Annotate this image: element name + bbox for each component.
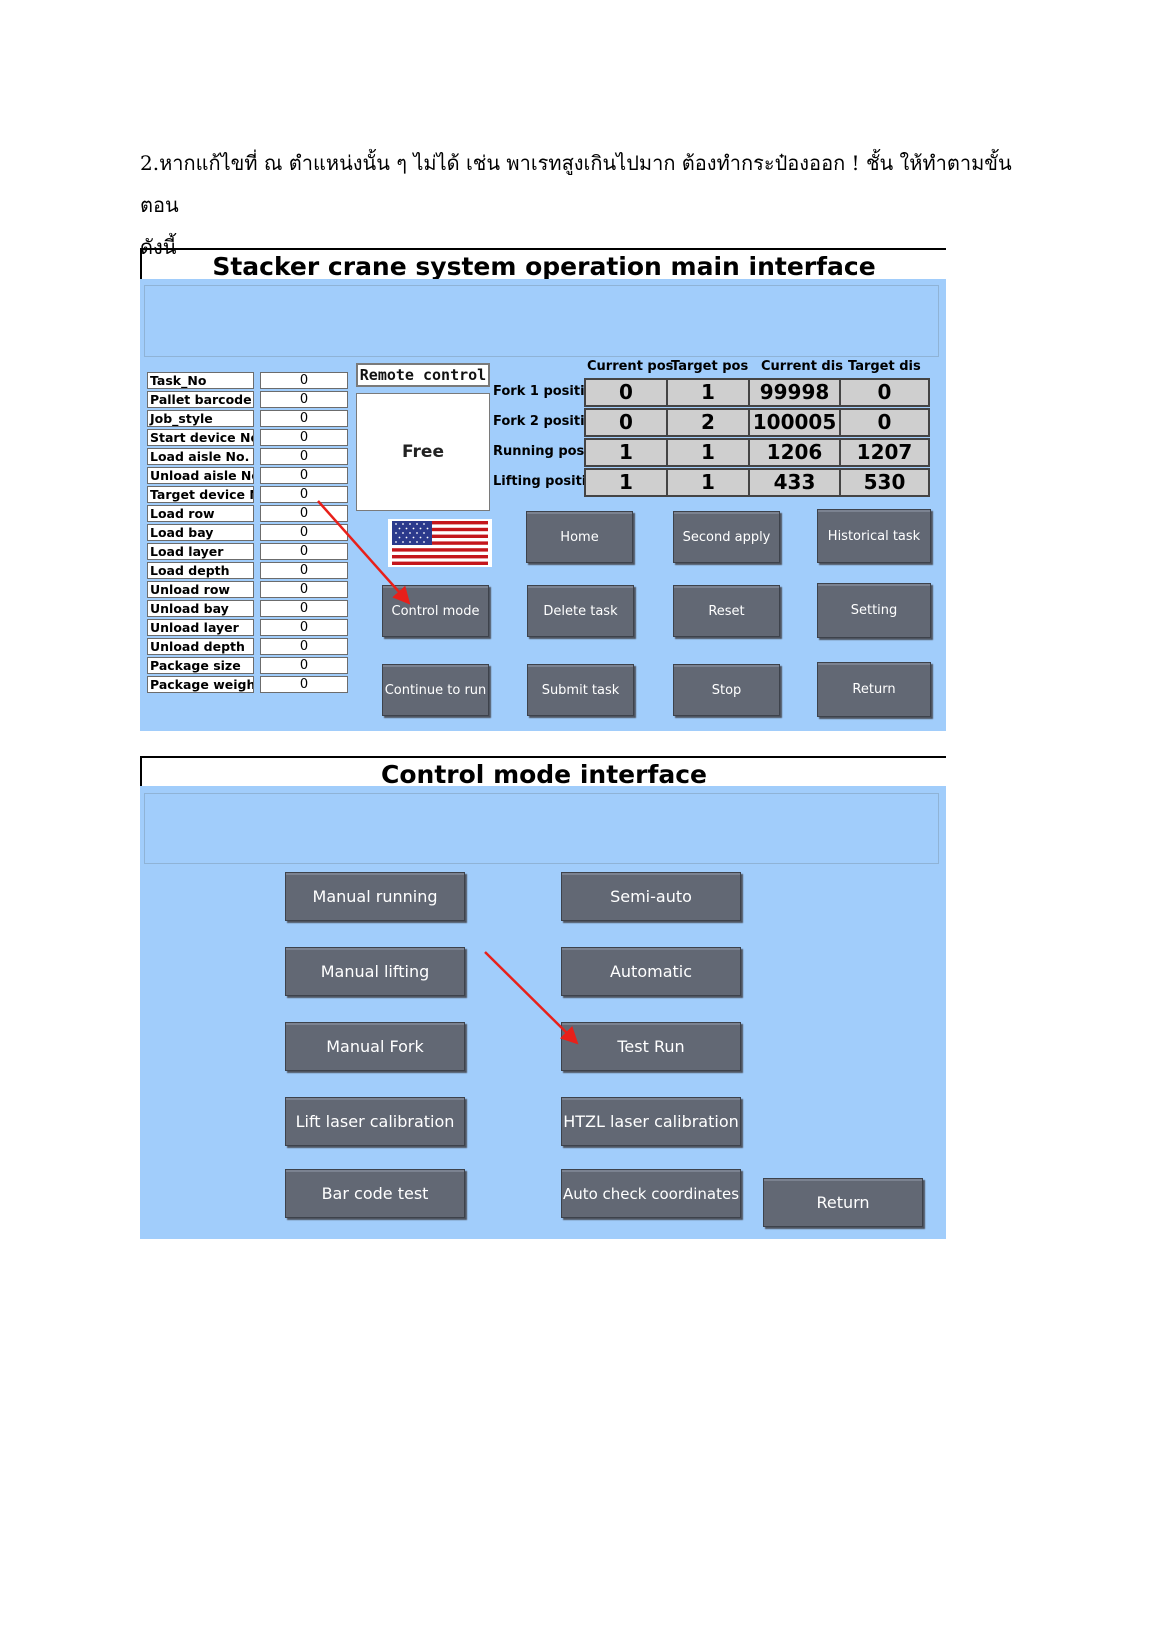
main-interface-title: Stacker crane system operation main inte… <box>140 248 946 281</box>
bar-code-test-button[interactable]: Bar code test <box>285 1169 465 1218</box>
home-button[interactable]: Home <box>526 511 633 563</box>
grid-cell: 1206 <box>748 438 841 467</box>
delete-task-button[interactable]: Delete task <box>527 585 634 637</box>
grid-cell: 1 <box>666 438 750 467</box>
field-label-package-weight: Package weight <box>147 676 254 693</box>
field-value-job-style[interactable]: 0 <box>260 410 348 427</box>
field-label-load-row: Load row <box>147 505 254 522</box>
col-header-current-pos: Current pos <box>587 359 674 374</box>
auto-check-coordinates-button[interactable]: Auto check coordinates <box>561 1169 741 1218</box>
field-value-target-device[interactable]: 0 <box>260 486 348 503</box>
grid-cell: 1 <box>666 378 750 407</box>
control-message-area <box>144 793 939 864</box>
arrow-to-test-run-icon <box>484 951 579 1045</box>
continue-to-run-button[interactable]: Continue to run <box>382 664 489 716</box>
field-value-unload-aisle[interactable]: 0 <box>260 467 348 484</box>
grid-cell: 0 <box>839 378 930 407</box>
status-display: Free <box>356 393 490 511</box>
main-interface-title-text: Stacker crane system operation main inte… <box>212 252 876 281</box>
us-flag-icon[interactable] <box>388 519 492 567</box>
instruction-line-1: 2.หากแก้ไขที่ ณ ตำแหน่งนั้น ๆ ไม่ได้ เช่… <box>140 151 1012 217</box>
field-label-task-no: Task_No <box>147 372 254 389</box>
field-label-load-layer: Load layer <box>147 543 254 560</box>
remote-control-label: Remote control <box>356 363 490 387</box>
control-mode-button[interactable]: Control mode <box>382 585 489 637</box>
field-label-job-style: Job_style <box>147 410 254 427</box>
us-flag-graphic <box>392 521 488 565</box>
control-interface-title: Control mode interface <box>140 756 946 789</box>
reset-button[interactable]: Reset <box>673 585 780 637</box>
instruction-line-2: ดังนี้ <box>140 235 177 259</box>
field-value-load-depth[interactable]: 0 <box>260 562 348 579</box>
grid-cell: 0 <box>584 378 668 407</box>
grid-cell: 0 <box>584 408 668 437</box>
field-label-load-bay: Load bay <box>147 524 254 541</box>
arrow-to-control-mode-icon <box>317 500 411 605</box>
field-value-unload-depth[interactable]: 0 <box>260 638 348 655</box>
col-header-target-dis: Target dis <box>848 359 921 374</box>
field-value-start-device[interactable]: 0 <box>260 429 348 446</box>
field-value-package-size[interactable]: 0 <box>260 657 348 674</box>
field-value-unload-bay[interactable]: 0 <box>260 600 348 617</box>
field-label-package-size: Package size <box>147 657 254 674</box>
grid-cell: 530 <box>839 468 930 497</box>
col-header-target-pos: Target pos <box>671 359 749 374</box>
main-message-area <box>144 285 939 357</box>
grid-cell: 0 <box>839 408 930 437</box>
grid-cell: 100005 <box>748 408 841 437</box>
manual-running-button[interactable]: Manual running <box>285 872 465 921</box>
manual-fork-button[interactable]: Manual Fork <box>285 1022 465 1071</box>
field-value-unload-layer[interactable]: 0 <box>260 619 348 636</box>
htzl-laser-calibration-button[interactable]: HTZL laser calibration <box>561 1097 741 1146</box>
grid-cell: 1 <box>666 468 750 497</box>
grid-cell: 1 <box>584 438 668 467</box>
grid-cell: 2 <box>666 408 750 437</box>
field-label-start-device: Start device No. <box>147 429 254 446</box>
manual-lifting-button[interactable]: Manual lifting <box>285 947 465 996</box>
semi-auto-button[interactable]: Semi-auto <box>561 872 741 921</box>
lift-laser-calibration-button[interactable]: Lift laser calibration <box>285 1097 465 1146</box>
col-header-current-dis: Current dis <box>761 359 843 374</box>
row-label-fork1: Fork 1 position <box>493 384 603 399</box>
field-label-load-depth: Load depth <box>147 562 254 579</box>
field-label-unload-depth: Unload depth <box>147 638 254 655</box>
test-run-button[interactable]: Test Run <box>561 1022 741 1071</box>
field-label-unload-layer: Unload layer <box>147 619 254 636</box>
field-value-unload-row[interactable]: 0 <box>260 581 348 598</box>
instruction-text: 2.หากแก้ไขที่ ณ ตำแหน่งนั้น ๆ ไม่ได้ เช่… <box>140 142 1040 268</box>
second-apply-button[interactable]: Second apply <box>673 511 780 563</box>
field-value-task-no[interactable]: 0 <box>260 372 348 389</box>
grid-cell: 1207 <box>839 438 930 467</box>
control-return-button[interactable]: Return <box>763 1178 923 1227</box>
row-label-lifting: Lifting position <box>493 474 605 489</box>
historical-task-button[interactable]: Historical task <box>817 509 931 563</box>
automatic-button[interactable]: Automatic <box>561 947 741 996</box>
field-label-unload-aisle: Unload aisle No. <box>147 467 254 484</box>
field-value-package-weight[interactable]: 0 <box>260 676 348 693</box>
field-label-unload-bay: Unload bay <box>147 600 254 617</box>
field-value-pallet-barcode[interactable]: 0 <box>260 391 348 408</box>
return-button[interactable]: Return <box>817 662 931 717</box>
stop-button[interactable]: Stop <box>673 664 780 716</box>
field-label-target-device: Target device No. <box>147 486 254 503</box>
submit-task-button[interactable]: Submit task <box>527 664 634 716</box>
field-label-load-aisle: Load aisle No. <box>147 448 254 465</box>
row-label-fork2: Fork 2 position <box>493 414 603 429</box>
field-label-unload-row: Unload row <box>147 581 254 598</box>
field-label-pallet-barcode: Pallet barcode <box>147 391 254 408</box>
field-value-load-aisle[interactable]: 0 <box>260 448 348 465</box>
grid-cell: 1 <box>584 468 668 497</box>
setting-button[interactable]: Setting <box>817 583 931 638</box>
field-value-load-layer[interactable]: 0 <box>260 543 348 560</box>
control-interface-title-text: Control mode interface <box>381 760 707 789</box>
